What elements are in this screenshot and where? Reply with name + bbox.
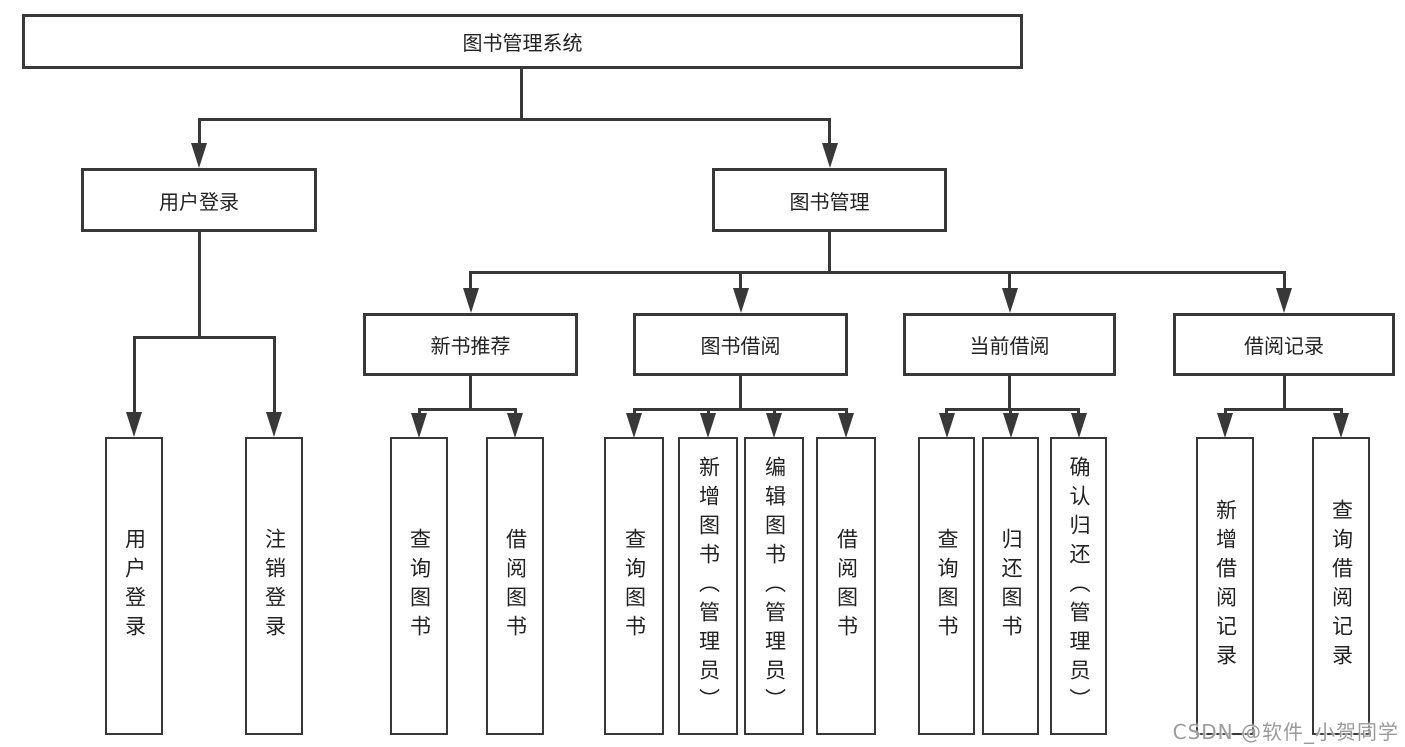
connector	[739, 376, 742, 408]
arrow-down-icon	[266, 412, 282, 437]
arrow-down-icon	[1217, 413, 1233, 438]
connector	[828, 118, 831, 148]
node-borrowing-records: 借阅记录	[1173, 313, 1395, 376]
leaf-confirm-return-admin: 确认归还（管理员）	[1050, 437, 1107, 735]
arrow-down-icon	[732, 288, 749, 313]
connector	[469, 376, 472, 408]
connector	[132, 336, 136, 414]
leaf-label: 新增借阅记录	[1213, 499, 1238, 673]
leaf-query-books: 查询图书	[604, 437, 664, 735]
leaf-return-books: 归还图书	[982, 437, 1039, 735]
connector	[469, 271, 1285, 274]
leaf-add-borrow-record: 新增借阅记录	[1196, 437, 1254, 735]
arrow-down-icon	[191, 143, 207, 168]
connector	[272, 336, 276, 414]
connector	[132, 336, 276, 339]
node-book-management-branch: 图书管理	[712, 168, 947, 232]
connector	[469, 271, 472, 291]
connector	[945, 408, 1080, 411]
leaf-borrow-books: 借阅图书	[816, 437, 876, 735]
leaf-query-books: 查询图书	[918, 437, 975, 735]
arrow-down-icon	[1333, 413, 1349, 438]
node-new-book-recommendation: 新书推荐	[363, 313, 578, 376]
leaf-query-borrow-record: 查询借阅记录	[1312, 437, 1370, 735]
arrow-down-icon	[700, 413, 716, 438]
leaf-logout: 注销登录	[245, 437, 303, 735]
arrow-down-icon	[938, 413, 955, 438]
node-current-borrowing: 当前借阅	[903, 313, 1116, 376]
node-user-login-branch: 用户登录	[81, 168, 317, 232]
leaf-label: 查询借阅记录	[1329, 499, 1354, 673]
arrow-down-icon	[126, 412, 142, 437]
connector	[632, 408, 848, 411]
connector	[1008, 376, 1011, 408]
leaf-label: 查询图书	[622, 528, 647, 644]
leaf-borrow-books: 借阅图书	[486, 437, 544, 735]
leaf-edit-books-admin: 编辑图书（管理员）	[744, 437, 804, 735]
leaf-label: 编辑图书（管理员）	[762, 455, 787, 717]
connector	[417, 408, 517, 411]
connector	[519, 69, 523, 118]
connector	[1282, 376, 1286, 408]
arrow-down-icon	[1070, 413, 1087, 438]
leaf-label: 新增图书（管理员）	[696, 455, 721, 717]
leaf-query-books: 查询图书	[390, 437, 448, 735]
leaf-label: 注销登录	[262, 528, 287, 644]
node-root-library-system: 图书管理系统	[22, 14, 1023, 69]
connector	[1008, 271, 1011, 291]
leaf-label: 查询图书	[407, 528, 432, 644]
connector	[1223, 408, 1343, 411]
arrow-down-icon	[838, 413, 854, 438]
leaf-add-books-admin: 新增图书（管理员）	[678, 437, 738, 735]
arrow-down-icon	[507, 413, 523, 438]
leaf-user-login: 用户登录	[105, 437, 163, 735]
connector	[739, 271, 742, 291]
leaf-label: 借阅图书	[503, 528, 528, 644]
node-book-borrowing: 图书借阅	[633, 313, 848, 376]
csdn-watermark: CSDN @软件_小贺同学	[1172, 720, 1399, 744]
leaf-label: 借阅图书	[834, 528, 859, 644]
connector	[197, 118, 201, 148]
arrow-down-icon	[766, 413, 782, 438]
connector	[197, 232, 201, 336]
leaf-label: 确认归还（管理员）	[1067, 455, 1091, 717]
arrow-down-icon	[1001, 288, 1018, 313]
arrow-down-icon	[411, 413, 427, 438]
leaf-label: 用户登录	[122, 528, 147, 644]
connector	[1282, 271, 1286, 291]
arrow-down-icon	[1276, 288, 1292, 313]
connector	[197, 118, 830, 121]
arrow-down-icon	[462, 288, 479, 313]
arrow-down-icon	[821, 143, 838, 168]
leaf-label: 查询图书	[935, 528, 959, 644]
leaf-label: 归还图书	[999, 528, 1023, 644]
connector	[828, 232, 831, 271]
arrow-down-icon	[1002, 413, 1019, 438]
arrow-down-icon	[626, 413, 642, 438]
